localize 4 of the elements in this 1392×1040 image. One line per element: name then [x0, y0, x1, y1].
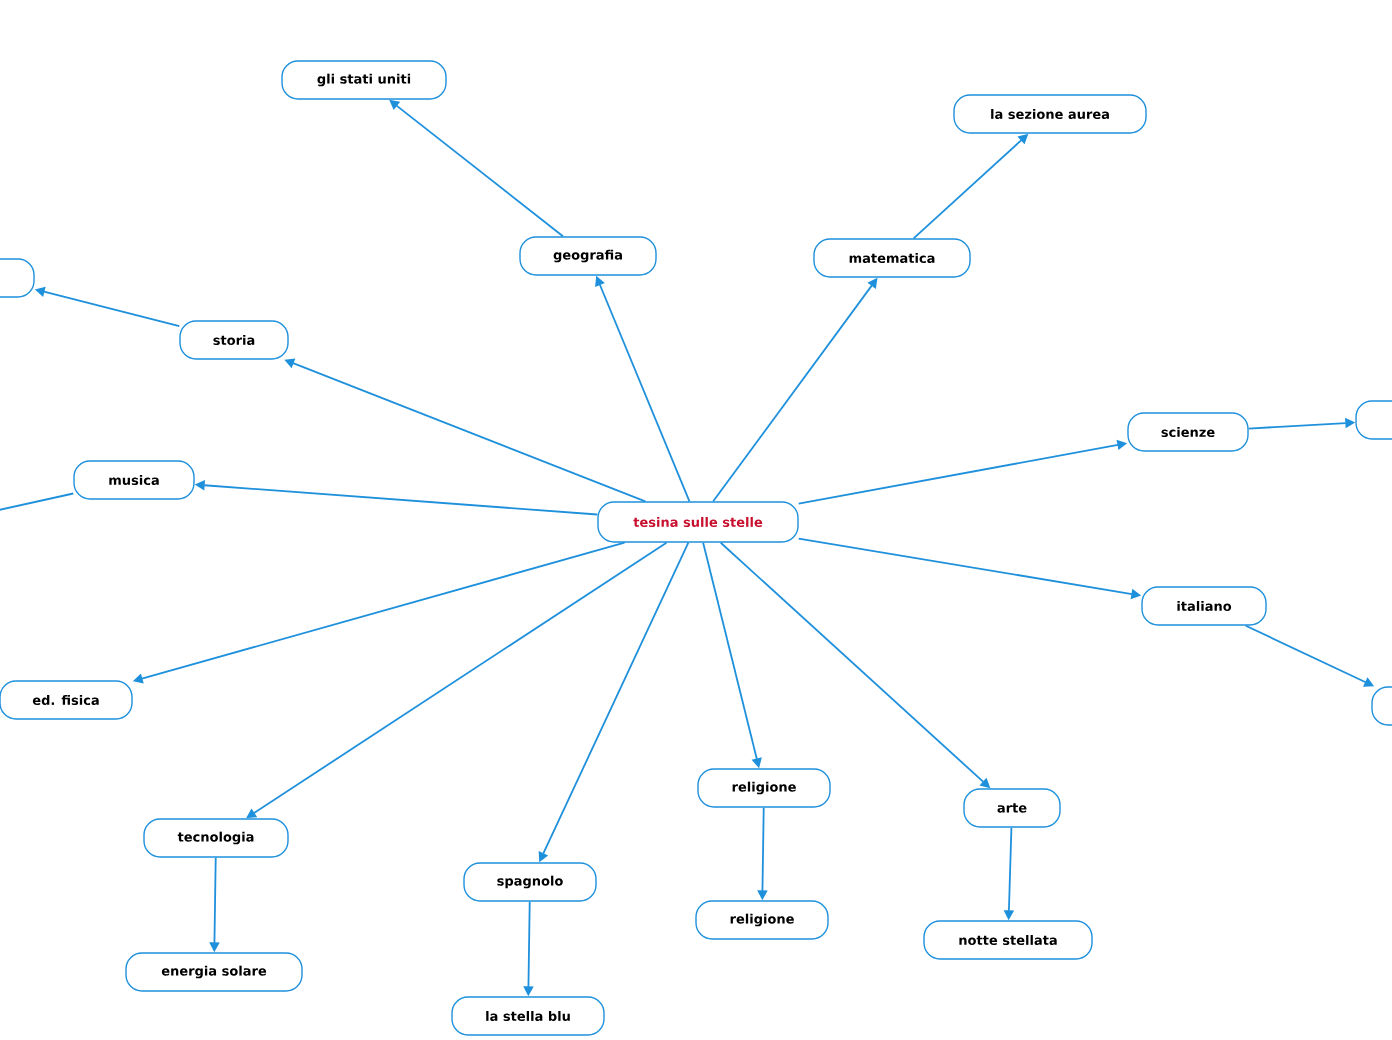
topic-box: [1355, 400, 1392, 440]
arrow: [246, 541, 668, 819]
topic-box: [1371, 686, 1392, 726]
topic-box: [0, 258, 35, 298]
